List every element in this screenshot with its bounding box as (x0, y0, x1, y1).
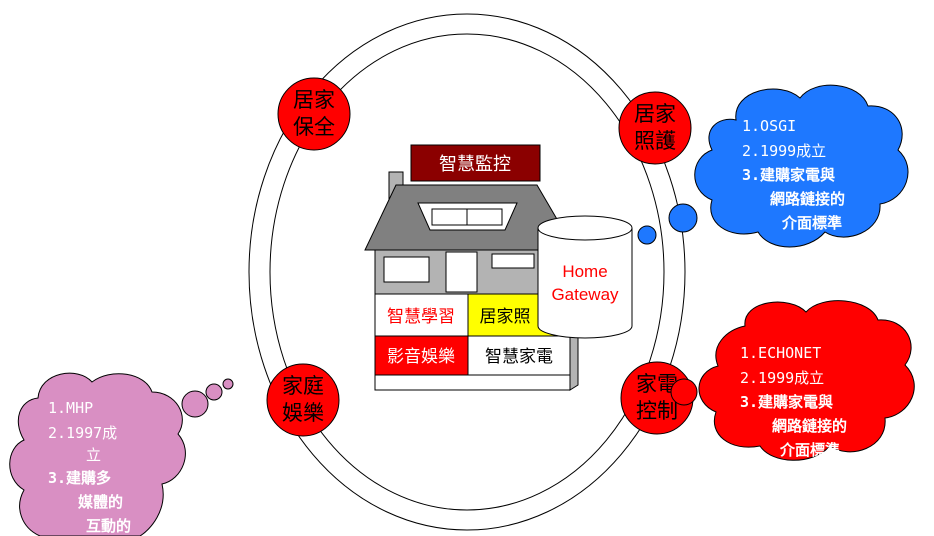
mhp-line-2: 2.1997成 (48, 424, 117, 442)
panel-home-care: 居家照 (480, 307, 531, 327)
osgi-line-1: 1.OSGI (742, 117, 796, 135)
echonet-line-3: 3.建購家電與 (740, 393, 833, 411)
entertainment-label-line-1: 家庭 (282, 374, 324, 398)
service-ring (248, 13, 686, 531)
mhp-line-5: 媒體的 (78, 493, 123, 511)
care-label-line-1: 居家 (634, 102, 676, 126)
osgi-thought-cloud: 1.OSGI 2.1999成立 3.建購家電與 網路鏈接的 介面標準 (637, 84, 909, 248)
service-circle-home-entertainment: 家庭 娛樂 (266, 363, 340, 437)
echonet-line-2: 2.1999成立 (740, 369, 824, 387)
mhp-line-3: 立 (86, 446, 101, 464)
panel-media-entertainment: 影音娛樂 (387, 347, 455, 367)
osgi-line-2: 2.1999成立 (742, 142, 826, 160)
service-circle-home-care: 居家 照護 (618, 91, 692, 165)
mhp-line-4: 3.建購多 (48, 469, 111, 487)
service-circle-home-security: 居家 保全 (277, 77, 351, 151)
banner-label: 智慧監控 (439, 154, 511, 175)
mhp-line-1: 1.MHP (48, 399, 93, 417)
mhp-thought-cloud: 1.MHP 2.1997成 立 3.建購多 媒體的 互動的 (9, 372, 234, 536)
echonet-line-4: 網路鏈接的 (772, 417, 847, 435)
osgi-line-3: 3.建購家電與 (742, 166, 835, 184)
osgi-line-4: 網路鏈接的 (770, 190, 845, 208)
osgi-line-5: 介面標準 (781, 214, 842, 232)
echonet-line-5: 介面標準 (779, 441, 840, 459)
gateway-label-line-2: Gateway (551, 285, 619, 304)
home-gateway-cylinder: Home Gateway (537, 215, 633, 339)
panel-smart-learning: 智慧學習 (387, 307, 455, 327)
panel-smart-appliance: 智慧家電 (485, 347, 553, 367)
smart-monitoring-banner: 智慧監控 (410, 144, 541, 182)
echonet-thought-cloud: 1.ECHONET 2.1999成立 3.建購家電與 網路鏈接的 介面標準 (670, 300, 915, 461)
appliance-label-line-2: 控制 (636, 399, 678, 423)
security-label-line-2: 保全 (293, 115, 335, 139)
mhp-line-6: 互動的 (86, 517, 131, 535)
care-label-line-2: 照護 (634, 129, 676, 153)
echonet-line-1: 1.ECHONET (740, 344, 821, 362)
gateway-label-line-1: Home (562, 262, 607, 281)
security-label-line-1: 居家 (293, 88, 335, 112)
entertainment-label-line-2: 娛樂 (282, 401, 324, 425)
